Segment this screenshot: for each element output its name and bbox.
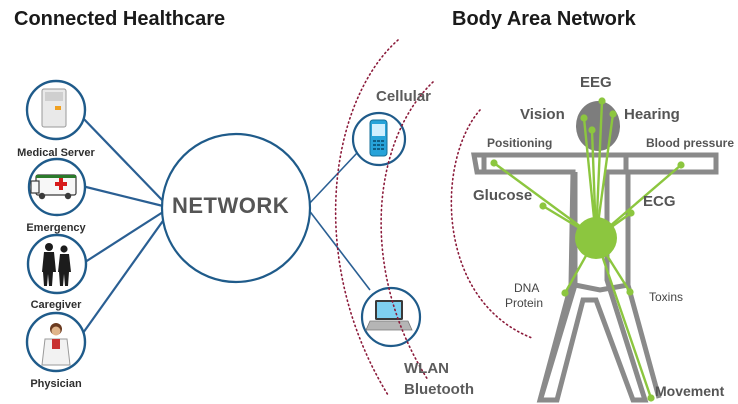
sensor-label-eeg: EEG — [580, 74, 612, 91]
sensor-label-blood-pressure: Blood pressure — [646, 136, 735, 150]
title-connected-healthcare: Connected Healthcare — [14, 8, 226, 30]
link-label-cellular: Cellular — [376, 88, 432, 105]
body-hip — [574, 282, 629, 293]
sensor-label-toxins: Toxins — [649, 290, 684, 304]
link-label-bluetooth: Bluetooth — [404, 381, 474, 398]
network-hub — [160, 132, 312, 284]
device-caregiver — [26, 233, 88, 295]
sensor-label-protein: Protein — [505, 296, 544, 310]
device-emergency — [27, 157, 87, 217]
body-arm-left — [481, 155, 575, 175]
sensor-label-ecg: ECG — [643, 193, 676, 210]
central-sensor-node — [575, 217, 617, 259]
sensor-label-movement: Movement — [655, 383, 725, 399]
device-server — [25, 79, 87, 141]
caregiver-icon — [42, 243, 71, 286]
wireless-connectors — [307, 152, 371, 291]
sensor-label-dna: DNA — [514, 281, 540, 295]
radio-waves — [334, 39, 533, 396]
hub-label: NETWORK — [172, 193, 290, 218]
device-connectors — [77, 114, 166, 341]
physician-icon — [41, 323, 71, 366]
device-label-medical-server: Medical Server — [17, 147, 95, 159]
sensor-label-glucose: Glucose — [473, 187, 533, 204]
device-cellular — [351, 111, 407, 167]
sensor-label-vision: Vision — [520, 106, 565, 123]
sensor-nodes — [490, 97, 685, 402]
ambulance-icon — [30, 174, 77, 200]
device-label-physician: Physician — [30, 378, 82, 390]
device-label-emergency: Emergency — [26, 222, 86, 234]
link-label-wlan: WLAN — [404, 360, 449, 377]
device-label-caregiver: Caregiver — [30, 299, 82, 311]
sensor-label-hearing: Hearing — [624, 106, 680, 123]
head — [576, 101, 620, 151]
device-physician — [25, 311, 87, 373]
mobile-phone-icon — [369, 119, 388, 157]
sensor-label-positioning: Positioning — [487, 136, 553, 150]
title-body-area-network: Body Area Network — [452, 8, 636, 30]
